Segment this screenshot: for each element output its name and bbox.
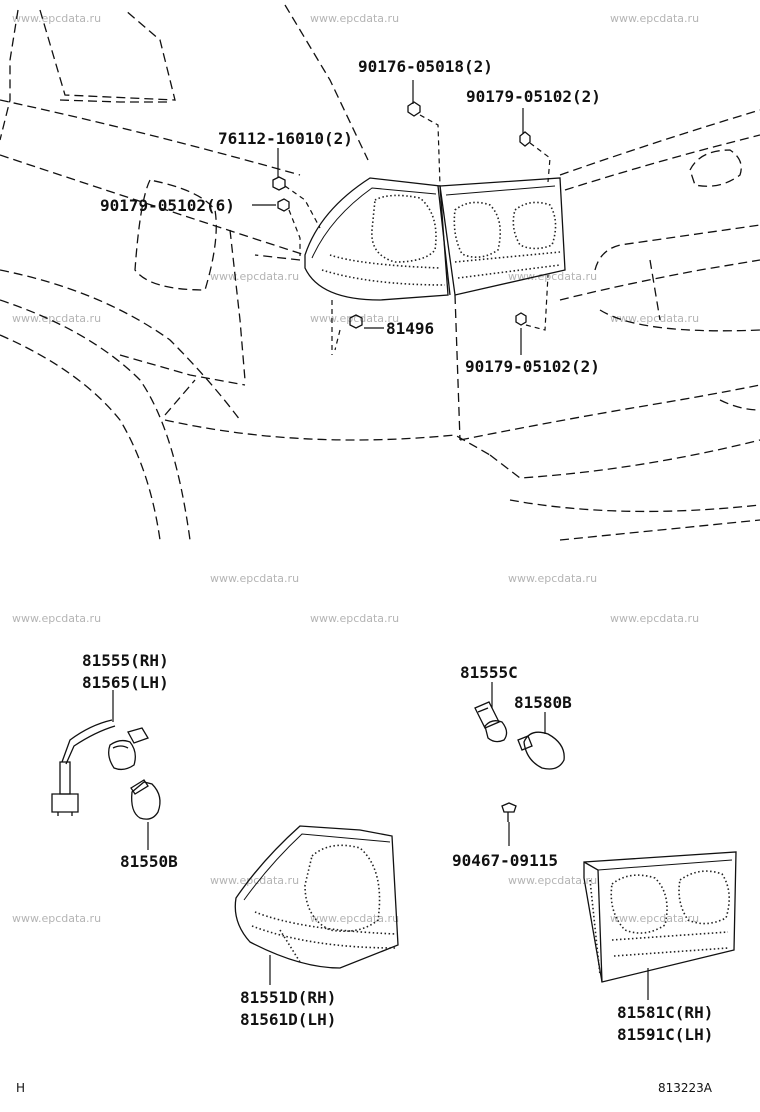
watermark: www.epcdata.ru [508, 572, 597, 585]
label-90179-05102-top: 90179-05102(2) [466, 87, 601, 106]
watermark: www.epcdata.ru [610, 12, 699, 25]
diagram-id: 813223A [658, 1081, 713, 1095]
watermark: www.epcdata.ru [610, 612, 699, 625]
fastener-90179-top-right [519, 131, 551, 183]
watermark: www.epcdata.ru [210, 270, 299, 283]
label-81551d-rh: 81551D(RH) [240, 988, 336, 1007]
watermark: www.epcdata.ru [310, 12, 399, 25]
label-81565-lh: 81565(LH) [82, 673, 169, 692]
corner-mark: H [16, 1081, 25, 1095]
watermark: www.epcdata.ru [610, 312, 699, 325]
installed-outer-lamp [304, 177, 449, 301]
watermark: www.epcdata.ru [12, 312, 101, 325]
label-81580b: 81580B [514, 693, 572, 712]
label-76112-16010: 76112-16010(2) [218, 129, 353, 148]
leader-lines-top [252, 80, 524, 355]
fastener-90179-left [277, 198, 301, 256]
socket-81555c [474, 682, 508, 743]
bulb-81580b [517, 712, 565, 770]
label-81591c-lh: 81591C(LH) [617, 1025, 713, 1044]
label-81555c: 81555C [460, 663, 518, 682]
outer-lamp-81551d [234, 825, 399, 985]
watermark: www.epcdata.ru [12, 612, 101, 625]
installed-inner-lamp [439, 177, 566, 296]
vehicle-body-outline [0, 4, 760, 541]
watermark: www.epcdata.ru [210, 572, 299, 585]
label-90176-05018: 90176-05018(2) [358, 57, 493, 76]
fastener-90179-lower [515, 274, 549, 331]
label-81550b: 81550B [120, 852, 178, 871]
socket-wire-harness [51, 690, 149, 816]
watermark: www.epcdata.ru [508, 270, 597, 283]
lamp-seam [437, 185, 451, 296]
lamp-lower-line [454, 294, 461, 441]
label-81581c-rh: 81581C(RH) [617, 1003, 713, 1022]
label-81555-rh: 81555(RH) [82, 651, 169, 670]
label-81561d-lh: 81561D(LH) [240, 1010, 336, 1029]
clip-76112 [272, 176, 321, 229]
watermark: www.epcdata.ru [310, 612, 399, 625]
watermark: www.epcdata.ru [310, 912, 399, 925]
watermark: www.epcdata.ru [610, 912, 699, 925]
watermark: www.epcdata.ru [508, 874, 597, 887]
watermark: www.epcdata.ru [12, 12, 101, 25]
bulb-81550b [130, 779, 161, 850]
label-81496: 81496 [386, 319, 434, 338]
inner-lamp-81581c [583, 851, 737, 1000]
watermark: www.epcdata.ru [210, 874, 299, 887]
screw-90467 [501, 802, 517, 846]
nut-81496 [331, 300, 363, 355]
label-90179-05102-left: 90179-05102(6) [100, 196, 235, 215]
label-90179-05102-lower: 90179-05102(2) [465, 357, 600, 376]
label-90467-09115: 90467-09115 [452, 851, 558, 870]
watermark: www.epcdata.ru [12, 912, 101, 925]
watermarks: www.epcdata.ru www.epcdata.ru www.epcdat… [12, 12, 699, 925]
fastener-90176 [407, 101, 441, 187]
